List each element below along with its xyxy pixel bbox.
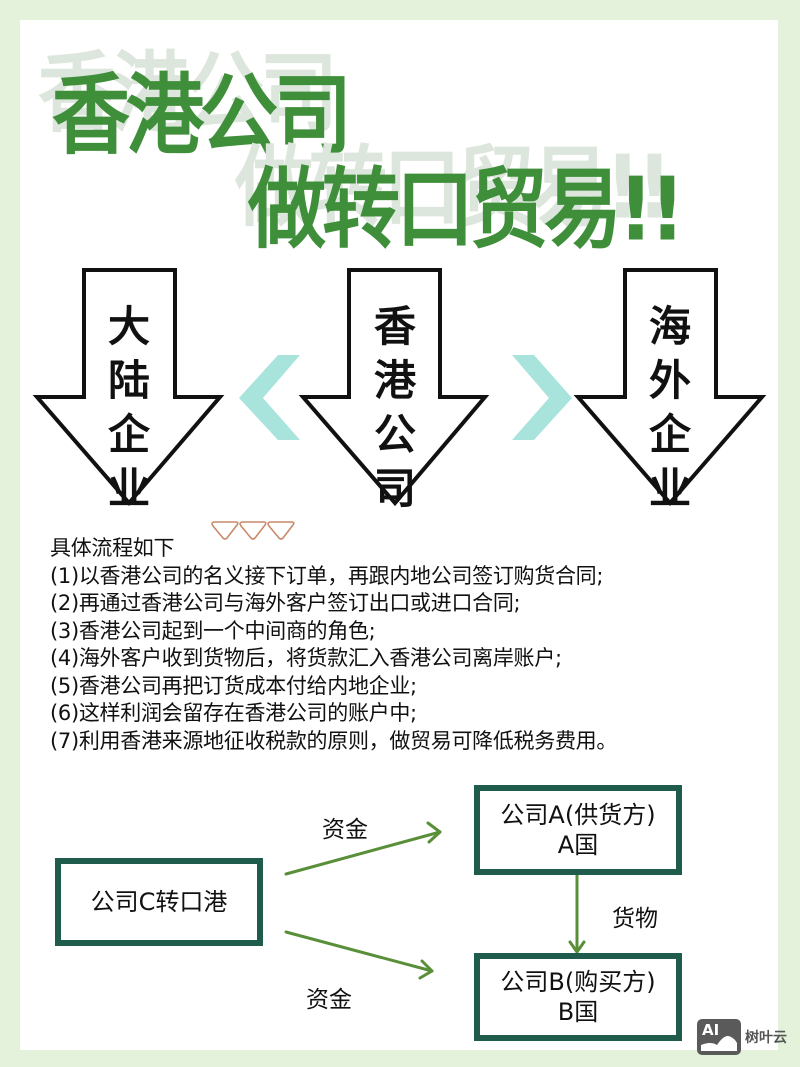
mountain-shape xyxy=(701,1036,737,1051)
box-c-label: 公司C转口港 xyxy=(90,888,228,916)
ai-icon-text: AI xyxy=(702,1021,720,1039)
arrow-label-mainland: 大 陆 企 业 xyxy=(99,300,159,516)
box-company-c: 公司C转口港 xyxy=(55,858,263,946)
arrowhead-icon xyxy=(418,959,434,980)
title-line1-shadow: 香港公司 xyxy=(38,44,338,145)
title-line2: 做转口贸易!! xyxy=(248,160,685,261)
char: 司 xyxy=(373,464,416,513)
char: 企 xyxy=(107,410,150,459)
step-item: (6)这样利润会留存在香港公司的账户中; xyxy=(50,701,417,725)
box-a-line2: A国 xyxy=(557,831,599,859)
box-b-line2: B国 xyxy=(557,998,599,1026)
char: 陆 xyxy=(107,356,150,405)
arrow-down-icon xyxy=(573,268,767,507)
chevron-right-icon xyxy=(512,355,572,440)
title-line2-shadow: 做转口贸易!! xyxy=(235,138,672,239)
box-a-line1: 公司A(供货方) xyxy=(500,801,656,829)
char: 外 xyxy=(648,356,691,405)
step-item: (4)海外客户收到货物后，将货款汇入香港公司离岸账户; xyxy=(50,646,562,670)
char: 业 xyxy=(648,464,691,513)
box-b-line1: 公司B(购买方) xyxy=(500,968,656,996)
step-item: (5)香港公司再把订货成本付给内地企业; xyxy=(50,673,417,698)
step-item: (1)以香港公司的名义接下订单，再跟内地公司签订购货合同; xyxy=(50,563,604,588)
char: 香 xyxy=(373,302,416,351)
char: 企 xyxy=(648,410,691,459)
flow-arrow-to-b xyxy=(284,930,434,973)
arrowhead-icon xyxy=(568,940,586,954)
process-steps: 具体流程如下 (1)以香港公司的名义接下订单，再跟内地公司签订购货合同; (2)… xyxy=(50,535,617,755)
char: 大 xyxy=(107,302,150,351)
step-item: (3)香港公司起到一个中间商的角色; xyxy=(50,618,376,643)
arrow-label-hongkong: 香 港 公 司 xyxy=(365,300,425,516)
arrow-down-icon xyxy=(298,268,490,507)
box-company-b: 公司B(购买方) B国 xyxy=(474,953,682,1041)
char: 海 xyxy=(648,302,691,351)
label-goods: 货物 xyxy=(612,906,658,932)
label-funds-top: 资金 xyxy=(322,817,368,843)
char: 港 xyxy=(373,356,416,405)
process-heading: 具体流程如下 xyxy=(50,536,175,560)
step-item: (2)再通过香港公司与海外客户签订出口或进口合同; xyxy=(50,591,521,615)
watermark: AI 树叶云 xyxy=(697,1019,787,1055)
char: 公 xyxy=(373,410,416,459)
arrow-down-icon xyxy=(32,268,225,507)
chevron-left-icon xyxy=(239,355,300,440)
box-company-a: 公司A(供货方) A国 xyxy=(474,785,682,875)
watermark-text: 树叶云 xyxy=(745,1030,787,1046)
char: 业 xyxy=(107,464,150,513)
title-line1: 香港公司 xyxy=(52,66,352,167)
ai-image-icon: AI xyxy=(697,1019,741,1055)
label-funds-bottom: 资金 xyxy=(306,987,352,1013)
triangle-decoration-icon xyxy=(211,521,295,540)
step-item: (7)利用香港来源地征收税款的原则，做贸易可降低税务费用。 xyxy=(50,728,618,753)
arrowhead-icon xyxy=(426,821,442,844)
arrow-label-overseas: 海 外 企 业 xyxy=(640,300,700,516)
flow-arrow-to-a xyxy=(284,830,442,876)
